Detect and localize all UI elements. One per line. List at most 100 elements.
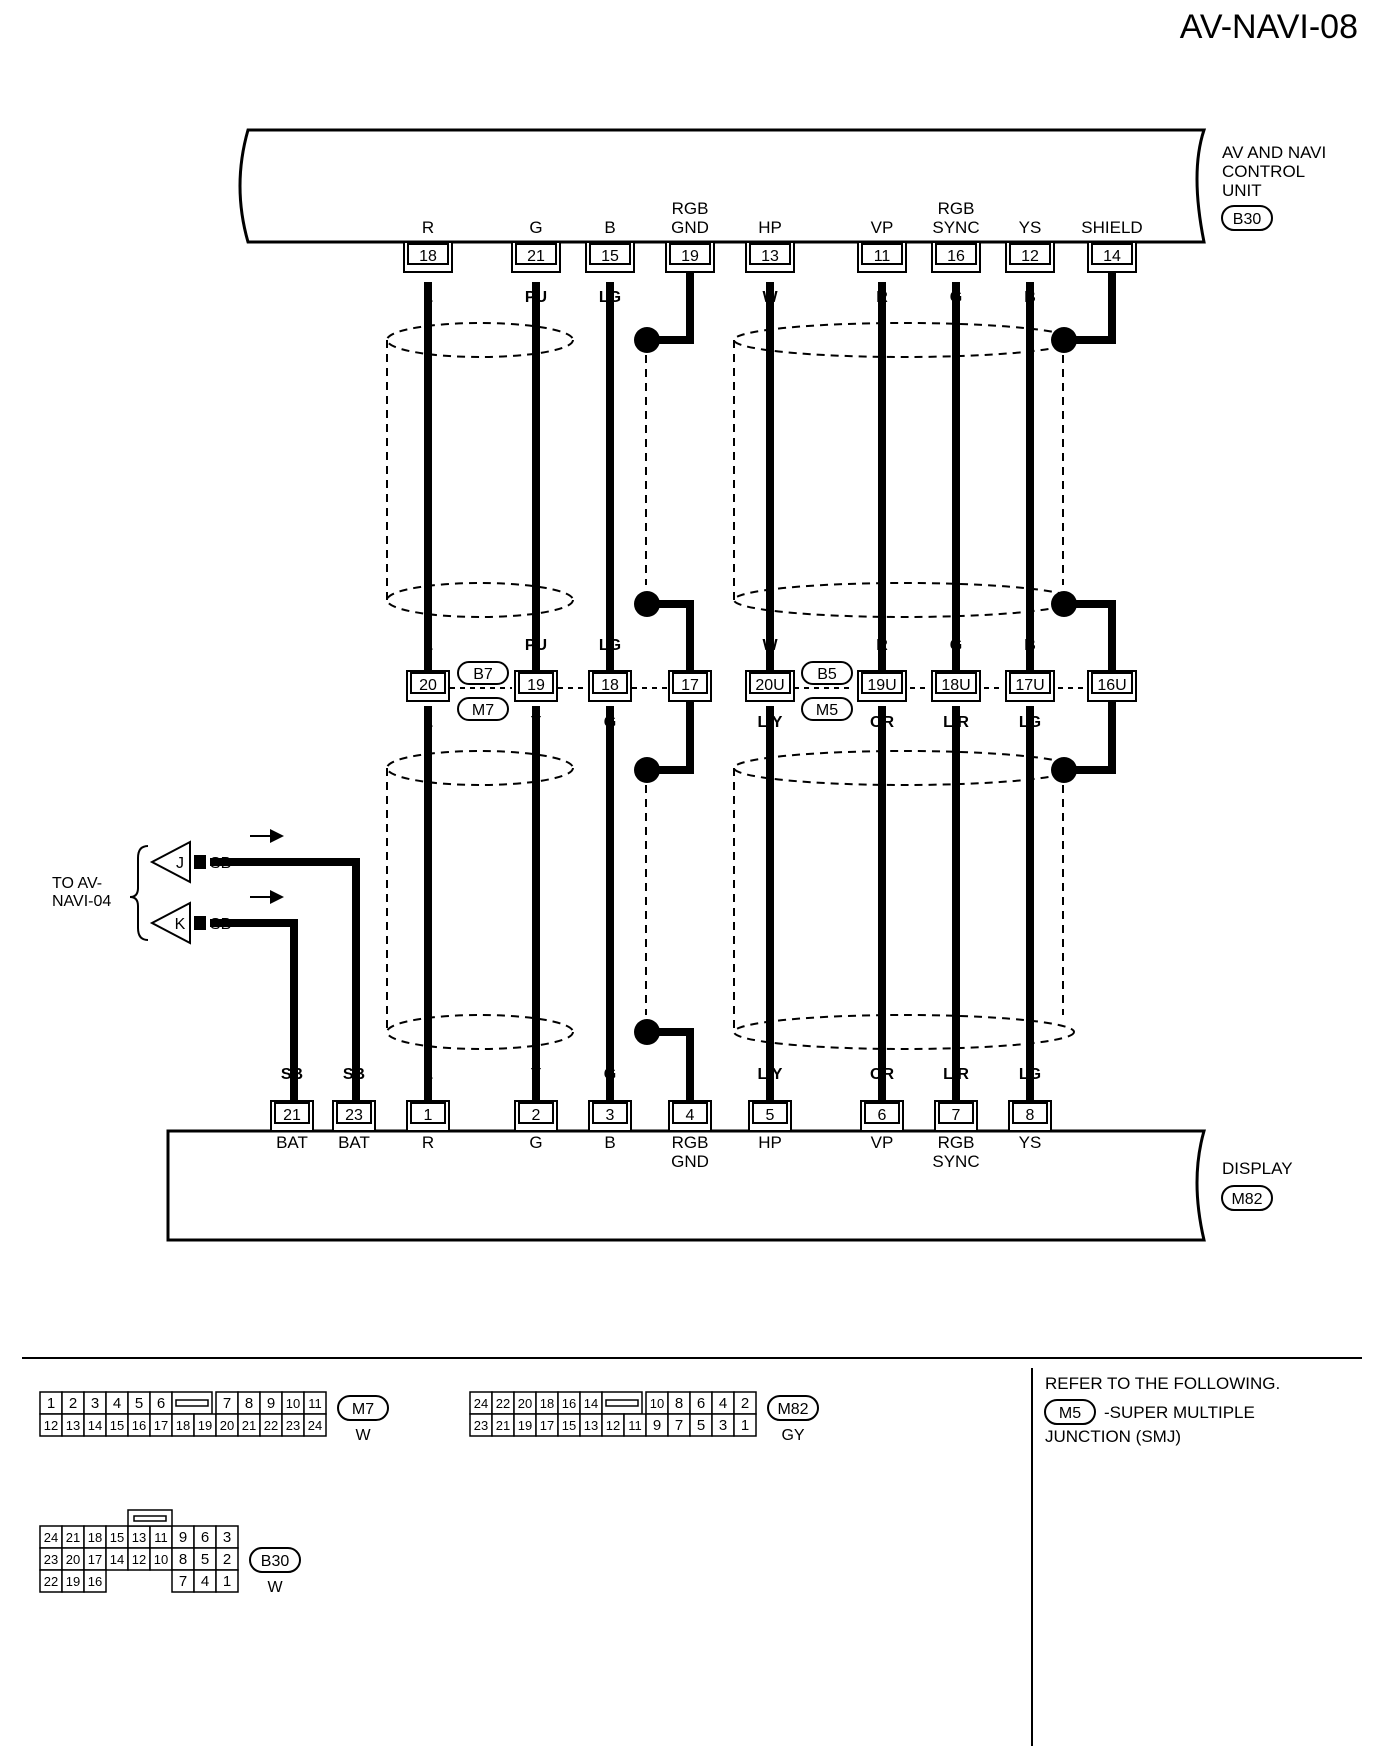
- connector-face-cell-number: 24: [44, 1530, 58, 1545]
- top-pin-0-number: 18: [419, 248, 437, 265]
- drain-dot: [634, 757, 660, 783]
- connector-face-cell-number: 19: [198, 1418, 212, 1433]
- connector-face-cell-number: 15: [110, 1530, 124, 1545]
- connector-face-cell-number: 22: [44, 1574, 58, 1589]
- connector-face-cell-number: 3: [719, 1417, 727, 1434]
- display-pin-5-number: 4: [686, 1107, 695, 1124]
- connector-face-cell-number: 10: [154, 1552, 168, 1567]
- junction-pin-2-number: 18: [601, 677, 619, 694]
- connector-face-cell-number: 24: [474, 1396, 488, 1411]
- side-note-bracket: [129, 845, 149, 941]
- connector-face-cell-number: 16: [88, 1574, 102, 1589]
- junction-upper-color: W: [762, 637, 778, 654]
- connector-face-cell: [733, 1413, 757, 1437]
- display-pin-func: VP: [871, 1133, 894, 1152]
- junction-pin-8-inner: [1091, 672, 1133, 694]
- shield-2-top: [386, 750, 574, 786]
- display-pin-9: 8: [1008, 1100, 1052, 1132]
- top-pin-5-inner: [861, 243, 903, 265]
- connector-face-cell-number: 1: [741, 1417, 749, 1434]
- connector-face-cell-number: 22: [496, 1396, 510, 1411]
- shield-1-bottom: [386, 582, 574, 618]
- connector-face-cell-number: 11: [154, 1530, 168, 1545]
- top-pin-func: R: [422, 218, 434, 237]
- top-unit-name-2: CONTROL: [1222, 162, 1305, 181]
- drain-dot: [1051, 327, 1077, 353]
- connector-face-cell-number: 1: [223, 1573, 231, 1590]
- connector-face-cell-number: 7: [675, 1417, 683, 1434]
- connector-face-id: B30: [261, 1553, 290, 1570]
- display-pin-func: YS: [1019, 1133, 1042, 1152]
- connector-face-cell-number: 1: [47, 1395, 55, 1412]
- top-wire-color: R: [876, 289, 888, 306]
- junction-upper-color: PU: [525, 637, 547, 654]
- top-pin-func: GND: [671, 218, 709, 237]
- display-pin-func: R: [422, 1133, 434, 1152]
- drain-wire-1: [648, 272, 694, 344]
- display-wire-color: SB: [281, 1066, 303, 1083]
- connector-face-cell-number: 12: [132, 1552, 146, 1567]
- connector-face-cell: [215, 1569, 239, 1593]
- junction-tag-b7: [457, 661, 509, 685]
- connector-face-cell-number: 15: [562, 1418, 576, 1433]
- off-page-connector-j: [149, 840, 191, 884]
- drain-wire-3: [648, 1028, 694, 1110]
- connector-face-cell-number: 18: [176, 1418, 190, 1433]
- connector-face-cell-number: 20: [66, 1552, 80, 1567]
- junction-pin-0: 20: [406, 670, 450, 702]
- connector-face-cell-number: 21: [66, 1530, 80, 1545]
- top-pin-2-number: 15: [601, 248, 619, 265]
- shield-3-top: [733, 322, 1075, 358]
- top-unit-connector-tag: [1221, 205, 1273, 231]
- connector-face-cell-number: 13: [584, 1418, 598, 1433]
- display-pin-2-inner: [410, 1102, 446, 1124]
- junction-pin-3-number: 17: [681, 677, 699, 694]
- connector-face-cell-number: 16: [132, 1418, 146, 1433]
- display-pin-2-number: 1: [424, 1107, 433, 1124]
- junction-connector-tags: [457, 661, 853, 721]
- shield-4-bottom: [733, 1014, 1075, 1050]
- junction-upper-color: G: [950, 637, 962, 654]
- top-pin-3-number: 19: [681, 248, 699, 265]
- display-pin-7-inner: [864, 1102, 900, 1124]
- page-code: AV-NAVI-08: [1180, 8, 1358, 46]
- junction-pin-1-inner: [518, 672, 554, 694]
- display-pin-4: 3: [588, 1100, 632, 1132]
- junction-right-connector-1: B5: [817, 666, 837, 683]
- display-pin-func: BAT: [276, 1133, 308, 1152]
- display-wire-color: LG: [1019, 1066, 1041, 1083]
- junction-pin-4: 20U: [745, 670, 795, 702]
- drain-dot: [634, 327, 660, 353]
- junction-lower-color: Y: [531, 714, 542, 731]
- connector-face-cell-number: 18: [88, 1530, 102, 1545]
- shield-drain-dots: [634, 327, 1077, 1045]
- display-pin-func: SYNC: [932, 1152, 979, 1171]
- connector-face-color: W: [355, 1427, 371, 1444]
- junction-lower-color: L: [423, 714, 433, 731]
- arrow-k-icon: [270, 890, 284, 904]
- display-pin-func: B: [604, 1133, 615, 1152]
- drain-dot: [1051, 757, 1077, 783]
- drain-wire-4: [1065, 272, 1116, 344]
- off-page-letter-k: K: [175, 916, 186, 933]
- junction-lower-color: L/R: [943, 714, 969, 731]
- bat-wire-j: [210, 858, 360, 1108]
- top-pin-6-inner: [935, 243, 977, 265]
- display-pin-8: 7: [934, 1100, 978, 1132]
- top-unit-name-1: AV AND NAVI: [1222, 143, 1326, 162]
- connector-face-cell-number: 11: [628, 1418, 642, 1433]
- off-page-letter-j: J: [176, 855, 184, 872]
- top-pin-8-inner: [1091, 243, 1133, 265]
- connector-face-cell-number: 7: [223, 1395, 231, 1412]
- junction-pin-0-number: 20: [419, 677, 437, 694]
- junction-pin-0-inner: [410, 672, 446, 694]
- junction-pin-4-inner: [749, 672, 791, 694]
- top-pin-2: 15: [585, 241, 635, 273]
- connector-face-cell: [303, 1413, 327, 1437]
- connector-face-cell-number: 22: [264, 1418, 278, 1433]
- display-pin-0-number: 21: [283, 1107, 301, 1124]
- display-pin-6-inner: [752, 1102, 788, 1124]
